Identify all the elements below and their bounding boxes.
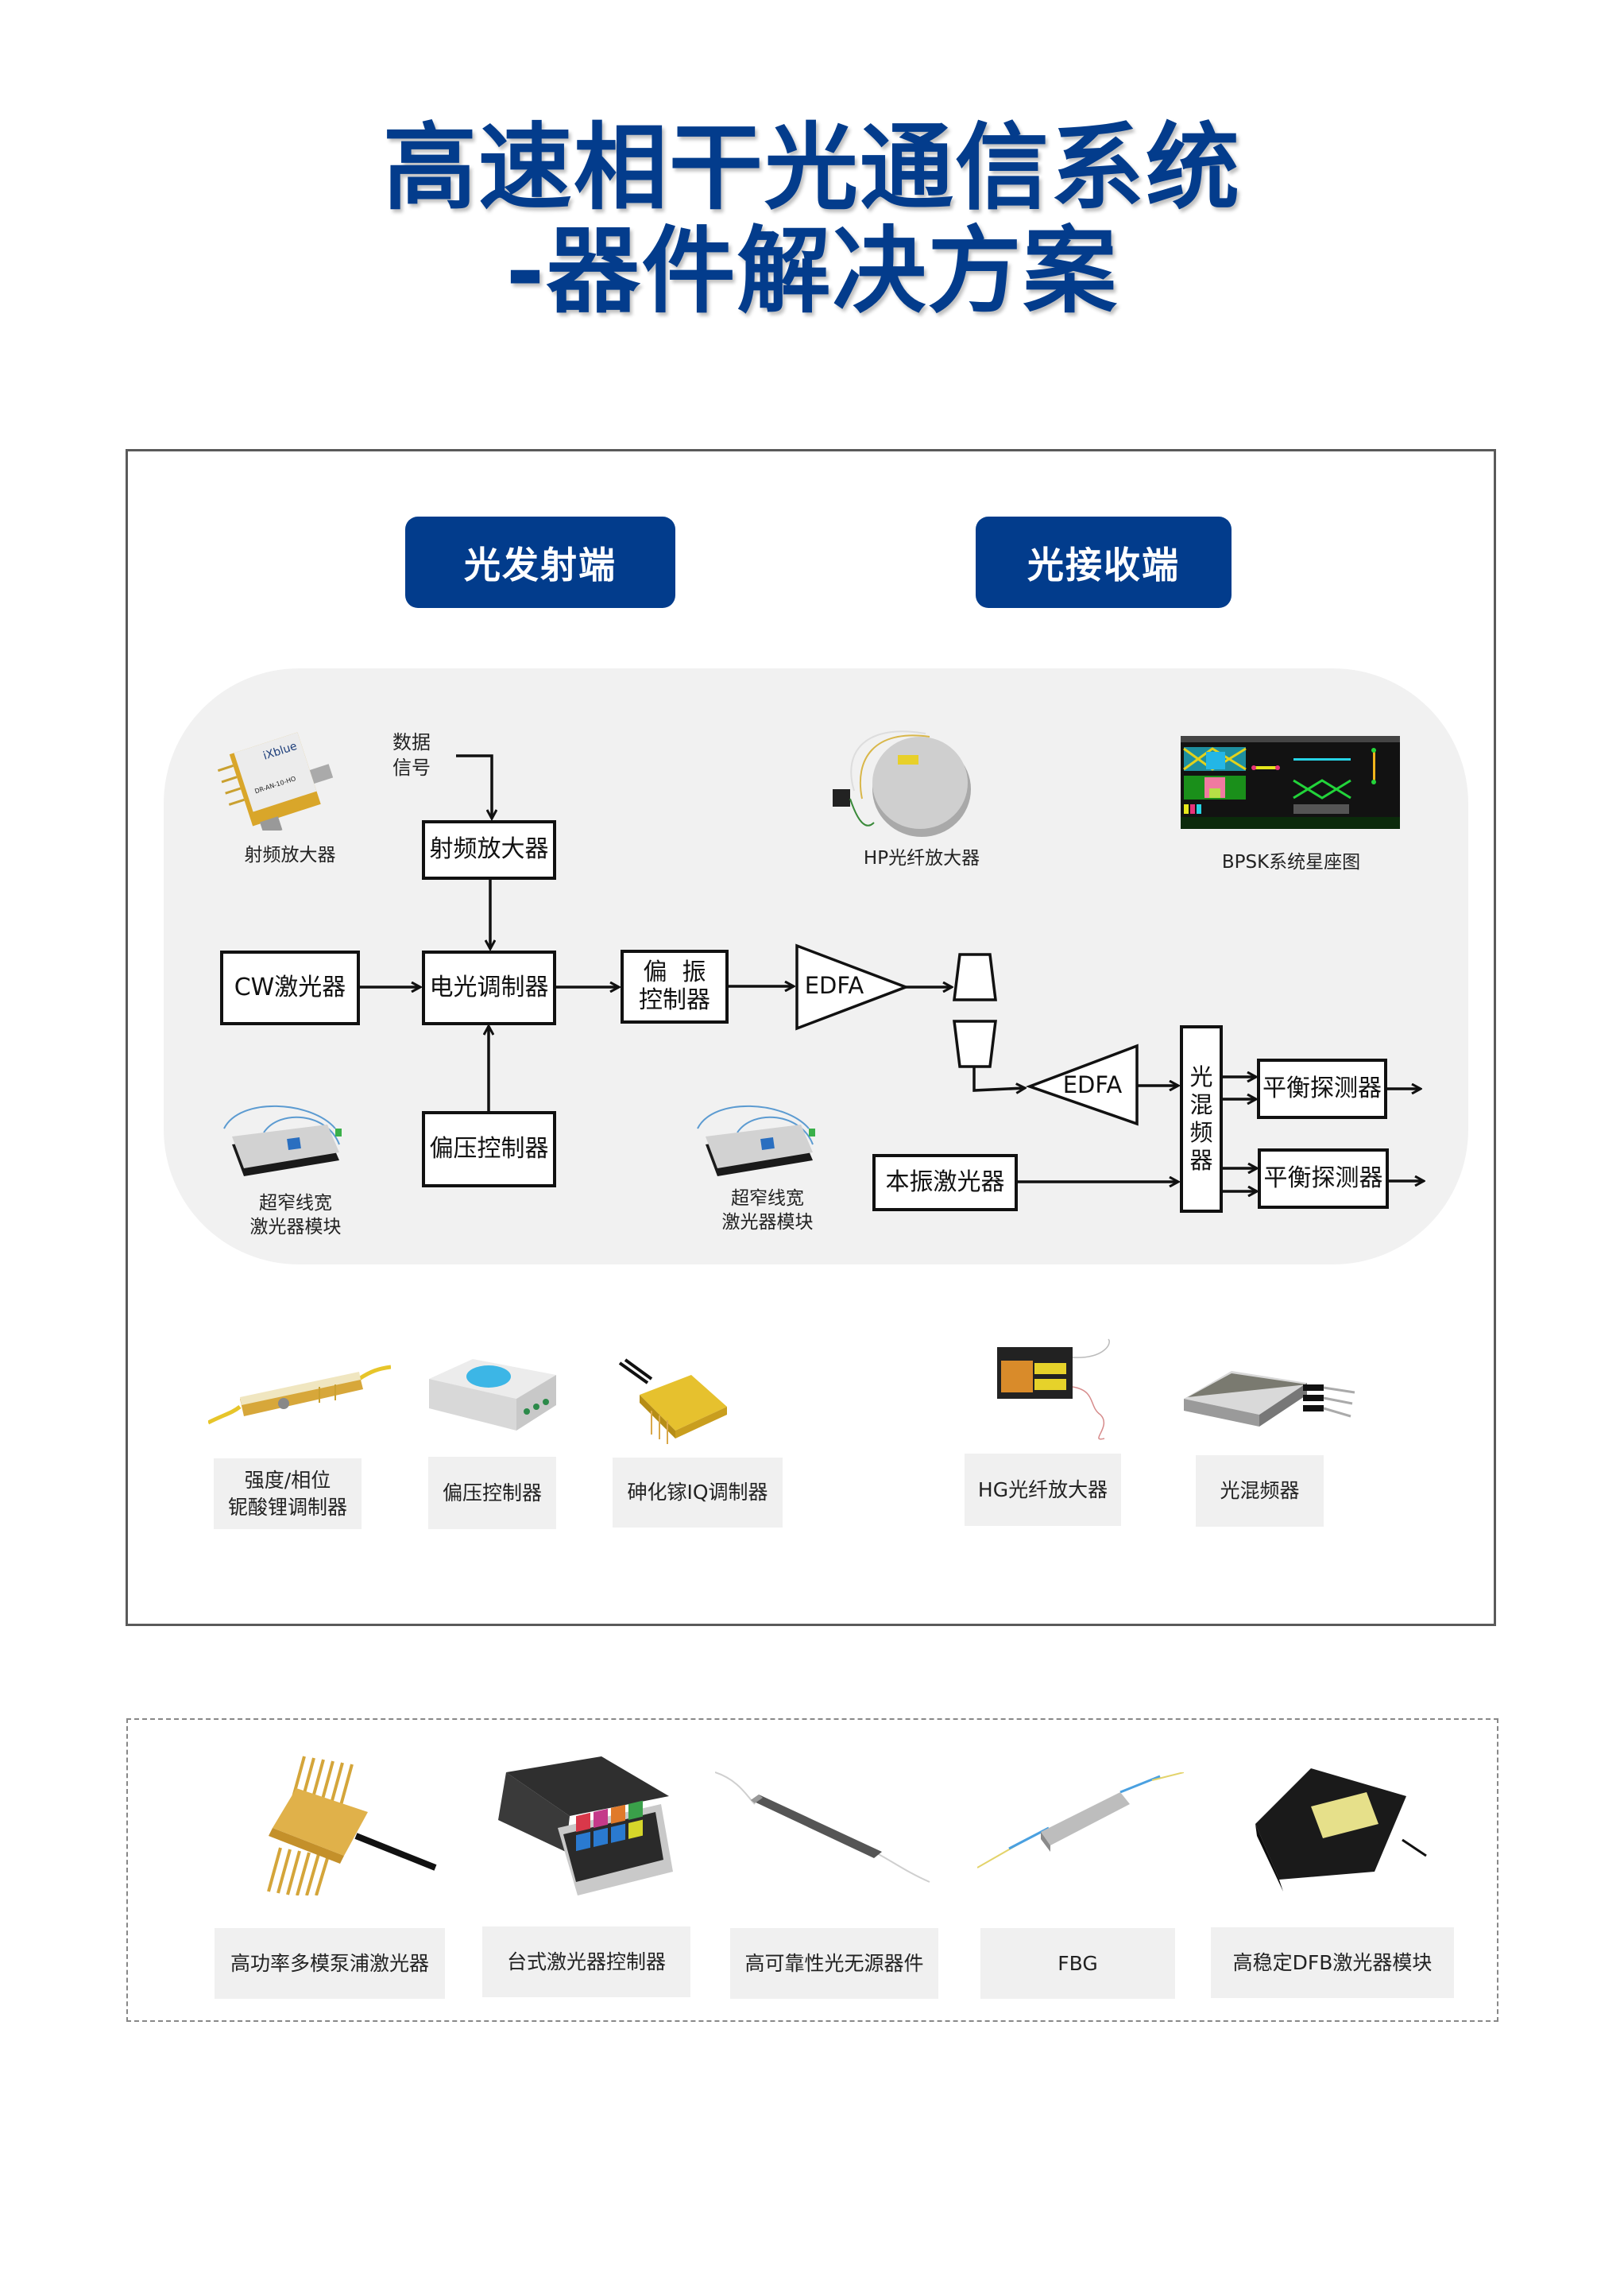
product-photo-linbo3-modulator [207, 1351, 392, 1439]
product-photo-fbg [976, 1772, 1185, 1876]
caption-hg-text: HG光纤放大器 [977, 1477, 1108, 1501]
data-signal-label: 数据 信号 [388, 730, 435, 781]
extra-caption-passive-component: 高可靠性光无源器件 [730, 1928, 938, 1999]
pol-controller-line2: 控制器 [639, 985, 710, 1014]
product-photo-pump-laser [237, 1752, 451, 1896]
caption-bias-controller-text: 偏压控制器 [442, 1481, 542, 1504]
polarization-controller-block: 偏 振 控制器 [621, 950, 729, 1024]
extra-caption-benchtop-controller: 台式激光器控制器 [482, 1926, 690, 1997]
extra-caption-fbg: FBG [980, 1928, 1175, 1999]
product-photo-hg-amplifier [993, 1335, 1128, 1446]
laser-module-right-label: 超窄线宽 激光器模块 [680, 1187, 855, 1235]
product-caption-optical-hybrid: 光混频器 [1196, 1455, 1324, 1527]
caption-hybrid-text: 光混频器 [1220, 1479, 1300, 1503]
laser-module-left-line1: 超窄线宽 [259, 1193, 332, 1214]
rf-amplifier-block: 射频放大器 [422, 820, 556, 880]
product-photo-benchtop-controller [490, 1741, 681, 1899]
extra-caption-pump-laser: 高功率多模泵浦激光器 [215, 1928, 445, 1999]
laser-module-left-label: 超窄线宽 激光器模块 [208, 1192, 383, 1240]
data-signal-line1: 数据 [392, 731, 431, 753]
hp-fiber-amplifier-photo [818, 719, 977, 846]
product-caption-linbo3-modulator: 强度/相位 铌酸锂调制器 [214, 1458, 362, 1529]
caption-linbo3-line1: 强度/相位 [244, 1468, 331, 1492]
bias-controller-block: 偏压控制器 [422, 1111, 556, 1187]
rf-amplifier-photo: iXblue DR-AN-10-HO [215, 719, 350, 836]
narrow-linewidth-laser-photo-right [682, 1097, 841, 1192]
balanced-detector-2-block: 平衡探测器 [1258, 1148, 1389, 1209]
laser-module-left-line2: 激光器模块 [249, 1216, 342, 1237]
product-photo-dfb-module [1247, 1760, 1430, 1895]
eo-modulator-block: 电光调制器 [422, 951, 556, 1025]
page-title-line1: 高速相干光通信系统 [382, 113, 1241, 223]
laser-module-right-line2: 激光器模块 [721, 1211, 814, 1233]
optical-hybrid-block: 光 混 频 器 [1180, 1025, 1223, 1213]
rf-amplifier-photo-label: 射频放大器 [244, 845, 336, 865]
hybrid-char-2: 混 [1189, 1091, 1213, 1119]
product-caption-gaas-iq-modulator: 砷化镓IQ调制器 [613, 1458, 783, 1528]
bpsk-constellation-screenshot [1181, 736, 1400, 829]
product-caption-bias-controller: 偏压控制器 [428, 1457, 556, 1529]
receiver-section-button[interactable]: 光接收端 [976, 517, 1232, 608]
narrow-linewidth-laser-photo-left [208, 1097, 367, 1192]
edfa-rx-label: EDFA [1062, 1071, 1123, 1098]
product-caption-hg-amplifier: HG光纤放大器 [965, 1454, 1121, 1526]
bpsk-photo-label: BPSK系统星座图 [1221, 852, 1361, 873]
caption-linbo3-line2: 铌酸锂调制器 [227, 1495, 347, 1519]
solution-frame [126, 449, 1496, 1626]
page-title-line2: -器件解决方案 [505, 216, 1119, 326]
extra-products-frame [126, 1718, 1498, 2022]
caption-gaas-text: 砷化镓IQ调制器 [627, 1481, 768, 1504]
hybrid-char-4: 器 [1189, 1146, 1213, 1174]
product-photo-bias-controller [425, 1351, 560, 1439]
balanced-detector-1-block: 平衡探测器 [1257, 1059, 1387, 1119]
hybrid-char-1: 光 [1189, 1063, 1213, 1091]
product-photo-optical-hybrid [1176, 1351, 1359, 1439]
laser-module-right-line1: 超窄线宽 [731, 1188, 804, 1209]
edfa-tx-label: EDFA [804, 972, 864, 999]
local-oscillator-block: 本振激光器 [872, 1154, 1018, 1211]
cw-laser-block: CW激光器 [220, 951, 360, 1025]
hybrid-char-3: 频 [1189, 1119, 1213, 1146]
data-signal-line2: 信号 [392, 757, 431, 780]
product-photo-gaas-iq-modulator [616, 1355, 735, 1450]
transmitter-section-button[interactable]: 光发射端 [405, 517, 675, 608]
pol-controller-line1: 偏 振 [643, 958, 706, 986]
product-photo-passive-component [714, 1764, 938, 1884]
extra-caption-dfb-module: 高稳定DFB激光器模块 [1211, 1927, 1454, 1998]
hp-fiber-amplifier-photo-label: HP光纤放大器 [863, 848, 980, 869]
